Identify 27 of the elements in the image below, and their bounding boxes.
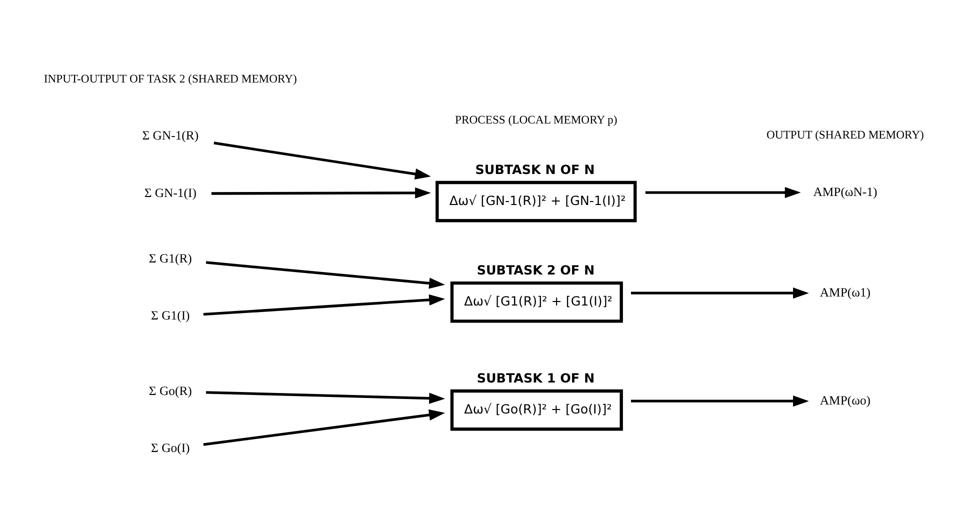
arrow [206,390,446,404]
node-label: SUBTASK 1 OF N [476,370,595,386]
node-text: Σ GN-1(R) [142,128,199,142]
node-text: Σ G1(R) [148,251,192,266]
node-text: Σ Go(I) [151,440,190,454]
arrow [203,294,446,316]
node-text: Σ G1(I) [151,308,190,322]
arrow [645,186,801,198]
node-box: Δω√ [Go(R)]² + [Go(I)]² [450,388,623,430]
node-text: AMP(ω1) [820,284,871,299]
arrow [214,141,431,180]
label: OUTPUT (SHARED MEMORY) [766,128,924,141]
node-text: Σ GN-1(I) [144,185,196,200]
node-text: AMP(ωN-1) [813,184,878,198]
node-label: SUBTASK 2 OF N [476,262,595,278]
arrow [203,408,445,446]
arrow [206,260,446,288]
label: PROCESS (LOCAL MEMORY p) [455,113,618,126]
arrow [211,186,431,198]
label: INPUT-OUTPUT OF TASK 2 (SHARED MEMORY) [44,72,297,85]
arrow [630,287,809,298]
node-label: SUBTASK N OF N [475,162,595,177]
node-text: Σ Go(R) [148,383,192,398]
node-box: Δω√ [G1(R)]² + [G1(I)]² [450,280,623,322]
node-box: Δω√ [GN-1(R)]² + [GN-1(I)]² [436,180,637,222]
arrow [630,395,809,406]
node-text: AMP(ωo) [820,392,871,407]
